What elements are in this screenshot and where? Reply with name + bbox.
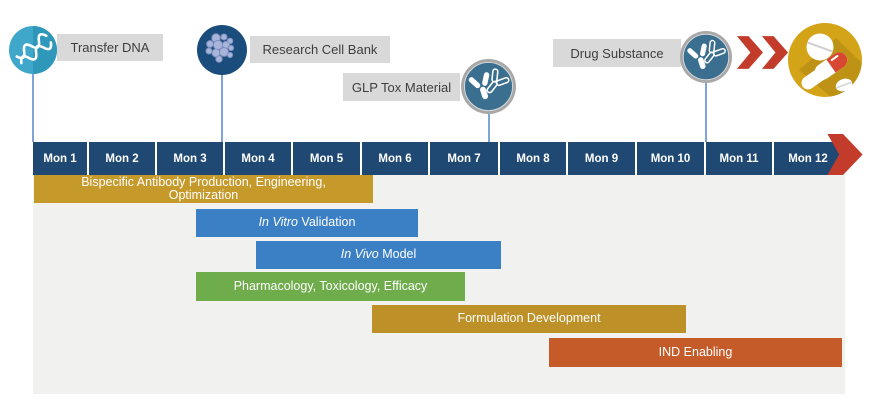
task-bar-in-vitro-validation: In Vitro Validation bbox=[196, 209, 418, 237]
milestone-label-transfer-dna: Transfer DNA bbox=[57, 34, 163, 61]
milestone-label-research-cell-bank: Research Cell Bank bbox=[250, 36, 390, 63]
task-label: Bispecific Antibody Production, Engineer… bbox=[81, 174, 326, 202]
task-bar-formulation-development: Formulation Development bbox=[372, 305, 686, 333]
task-bar-ind-enabling: IND Enabling bbox=[549, 338, 842, 367]
task-label: IND Enabling bbox=[658, 344, 733, 359]
antibody-icon bbox=[461, 59, 516, 119]
task-label: Formulation Development bbox=[457, 311, 601, 326]
pills-icon bbox=[787, 22, 863, 103]
double-chevron-icon bbox=[736, 36, 788, 74]
antibody-icon bbox=[680, 31, 732, 88]
timeline-cell-mon-7: Mon 7 bbox=[430, 142, 498, 175]
timeline-cell-mon-5: Mon 5 bbox=[293, 142, 360, 175]
milestone-label-glp-tox-material: GLP Tox Material bbox=[343, 73, 460, 101]
timeline-cell-mon-11: Mon 11 bbox=[706, 142, 772, 175]
timeline-cell-mon-9: Mon 9 bbox=[568, 142, 635, 175]
milestone-label-drug-substance: Drug Substance bbox=[553, 39, 681, 67]
task-label: Pharmacology, Toxicology, Efficacy bbox=[233, 278, 428, 293]
cell-cluster-icon bbox=[197, 25, 247, 80]
task-label: In Vitro Validation bbox=[258, 215, 356, 230]
timeline-cell-mon-10: Mon 10 bbox=[637, 142, 704, 175]
timeline-cell-mon-3: Mon 3 bbox=[157, 142, 223, 175]
timeline-cell-mon-4: Mon 4 bbox=[225, 142, 291, 175]
task-bar-bispecific-antibody-production: Bispecific Antibody Production, Engineer… bbox=[34, 175, 373, 203]
arrow-right-icon bbox=[827, 133, 863, 176]
timeline-cell-mon-6: Mon 6 bbox=[362, 142, 428, 175]
timeline-cell-mon-1: Mon 1 bbox=[33, 142, 87, 175]
task-label: In Vivo Model bbox=[340, 247, 417, 262]
task-bar-in-vivo-model: In Vivo Model bbox=[256, 241, 501, 269]
connector-transfer-dna bbox=[32, 73, 34, 142]
timeline-cell-mon-8: Mon 8 bbox=[500, 142, 566, 175]
connector-drug-substance bbox=[705, 82, 707, 142]
connector-glp-tox-material bbox=[488, 112, 490, 142]
timeline-cell-mon-2: Mon 2 bbox=[89, 142, 155, 175]
connector-research-cell-bank bbox=[221, 74, 223, 142]
dna-icon bbox=[9, 26, 57, 79]
task-bar-pharmacology-toxicology-efficacy: Pharmacology, Toxicology, Efficacy bbox=[196, 272, 465, 301]
